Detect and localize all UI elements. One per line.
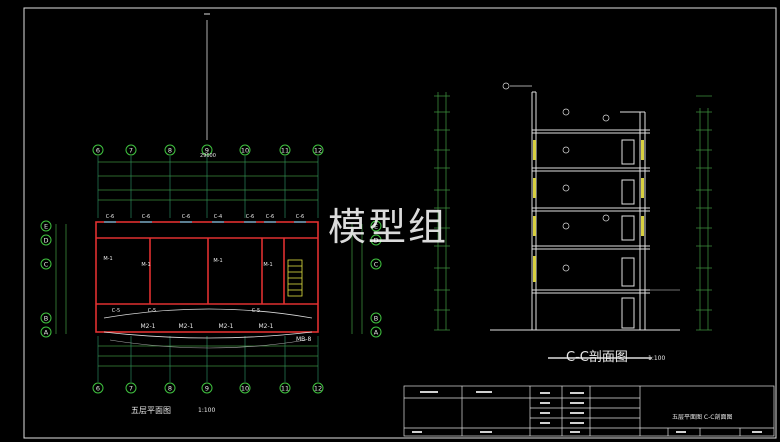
title-block-text-mark: [540, 412, 550, 414]
section-title: C-C剖面图: [566, 350, 628, 365]
svg-text:D: D: [43, 237, 48, 245]
section-scale: 1:100: [648, 355, 666, 362]
title-block-drawing-name: 五层平面图 C-C剖面图: [672, 414, 733, 421]
svg-text:12: 12: [314, 147, 322, 155]
axis-bubble-bottom-10: 10: [239, 382, 251, 394]
title-block-text-mark: [540, 422, 550, 424]
title-block-text-mark: [676, 431, 686, 433]
row-bubble-right-E: E: [370, 220, 382, 232]
title-block-text-mark: [480, 431, 492, 433]
axis-bubble-top-7: 7: [125, 144, 137, 156]
svg-text:7: 7: [129, 147, 133, 155]
svg-text:E: E: [374, 223, 378, 231]
title-block-text-mark: [570, 422, 584, 424]
plan-scale: 1:100: [198, 407, 216, 414]
window-tag-lower: C-5: [112, 308, 120, 314]
window-tag: C-6: [106, 214, 114, 220]
floor-plan: [55, 13, 363, 382]
axis-bubble-bottom-6: 6: [92, 382, 104, 394]
watermark: 模型组: [328, 205, 449, 249]
title-block-text-mark: [540, 392, 550, 394]
svg-text:11: 11: [281, 147, 289, 155]
svg-text:E: E: [44, 223, 48, 231]
window-tag-lower: C-5: [252, 308, 260, 314]
title-block-text-mark: [570, 402, 584, 404]
room-door-tag: M-1: [263, 262, 272, 268]
row-bubble-left-E: E: [40, 220, 52, 232]
axis-bubble-top-9: 9: [201, 144, 213, 156]
svg-text:7: 7: [129, 385, 133, 393]
door-tag: M2-1: [219, 323, 234, 330]
svg-text:B: B: [374, 315, 378, 323]
room-door-tag: M-1: [103, 256, 112, 262]
axis-bubble-bottom-12: 12: [312, 382, 324, 394]
plan-title: 五层平面图: [131, 406, 171, 415]
drawing-frame: [23, 7, 777, 439]
row-bubble-right-C: C: [370, 258, 382, 270]
axis-bubble-top-10: 10: [239, 144, 251, 156]
axis-bubble-bottom-11: 11: [279, 382, 291, 394]
row-bubble-left-B: B: [40, 312, 52, 324]
svg-text:C: C: [374, 261, 379, 269]
plan-overall-dim: 29600: [200, 153, 216, 159]
svg-text:8: 8: [168, 147, 172, 155]
svg-text:A: A: [374, 329, 379, 337]
row-bubble-right-D: D: [370, 234, 382, 246]
axis-bubble-top-6: 6: [92, 144, 104, 156]
svg-text:10: 10: [241, 385, 249, 393]
axis-bubble-bottom-8: 8: [164, 382, 176, 394]
row-bubble-left-D: D: [40, 234, 52, 246]
title-block-text-mark: [412, 431, 422, 433]
row-bubble-left-C: C: [40, 258, 52, 270]
title-block-text-mark: [540, 402, 550, 404]
svg-text:10: 10: [241, 147, 249, 155]
window-tag: C-6: [246, 214, 254, 220]
title-block: [403, 385, 775, 437]
section-drawing: [434, 82, 712, 331]
axis-bubble-bottom-9: 9: [201, 382, 213, 394]
svg-text:6: 6: [96, 385, 100, 393]
window-tag: C-4: [214, 214, 222, 220]
svg-text:11: 11: [281, 385, 289, 393]
axis-bubble-top-8: 8: [164, 144, 176, 156]
svg-text:8: 8: [168, 385, 172, 393]
svg-text:9: 9: [205, 147, 209, 155]
axis-bubble-bottom-7: 7: [125, 382, 137, 394]
door-tag: M2-1: [259, 323, 274, 330]
room-door-tag: M-1: [213, 258, 222, 264]
door-tag: M2-1: [179, 323, 194, 330]
svg-text:C: C: [44, 261, 49, 269]
window-tag: C-6: [296, 214, 304, 220]
title-block-text-mark: [570, 431, 580, 433]
row-bubble-right-A: A: [370, 326, 382, 338]
window-tag: C-6: [142, 214, 150, 220]
svg-text:12: 12: [314, 385, 322, 393]
title-block-text-mark: [476, 391, 492, 393]
title-block-text-mark: [752, 431, 762, 433]
axis-bubble-top-11: 11: [279, 144, 291, 156]
title-block-text-mark: [570, 392, 584, 394]
door-tag: M2-1: [141, 323, 156, 330]
row-bubble-left-A: A: [40, 326, 52, 338]
svg-text:D: D: [373, 237, 378, 245]
window-tag-lower: C-5: [148, 308, 156, 314]
title-block-text-mark: [570, 412, 584, 414]
svg-text:9: 9: [205, 385, 209, 393]
row-bubble-right-B: B: [370, 312, 382, 324]
window-tag: C-6: [182, 214, 190, 220]
axis-bubble-top-12: 12: [312, 144, 324, 156]
title-block-text-mark: [420, 391, 438, 393]
plan-door-mb: MB-8: [296, 336, 312, 343]
svg-text:A: A: [44, 329, 49, 337]
svg-text:B: B: [44, 315, 48, 323]
svg-text:6: 6: [96, 147, 100, 155]
room-door-tag: M-1: [141, 262, 150, 268]
window-tag: C-6: [266, 214, 274, 220]
